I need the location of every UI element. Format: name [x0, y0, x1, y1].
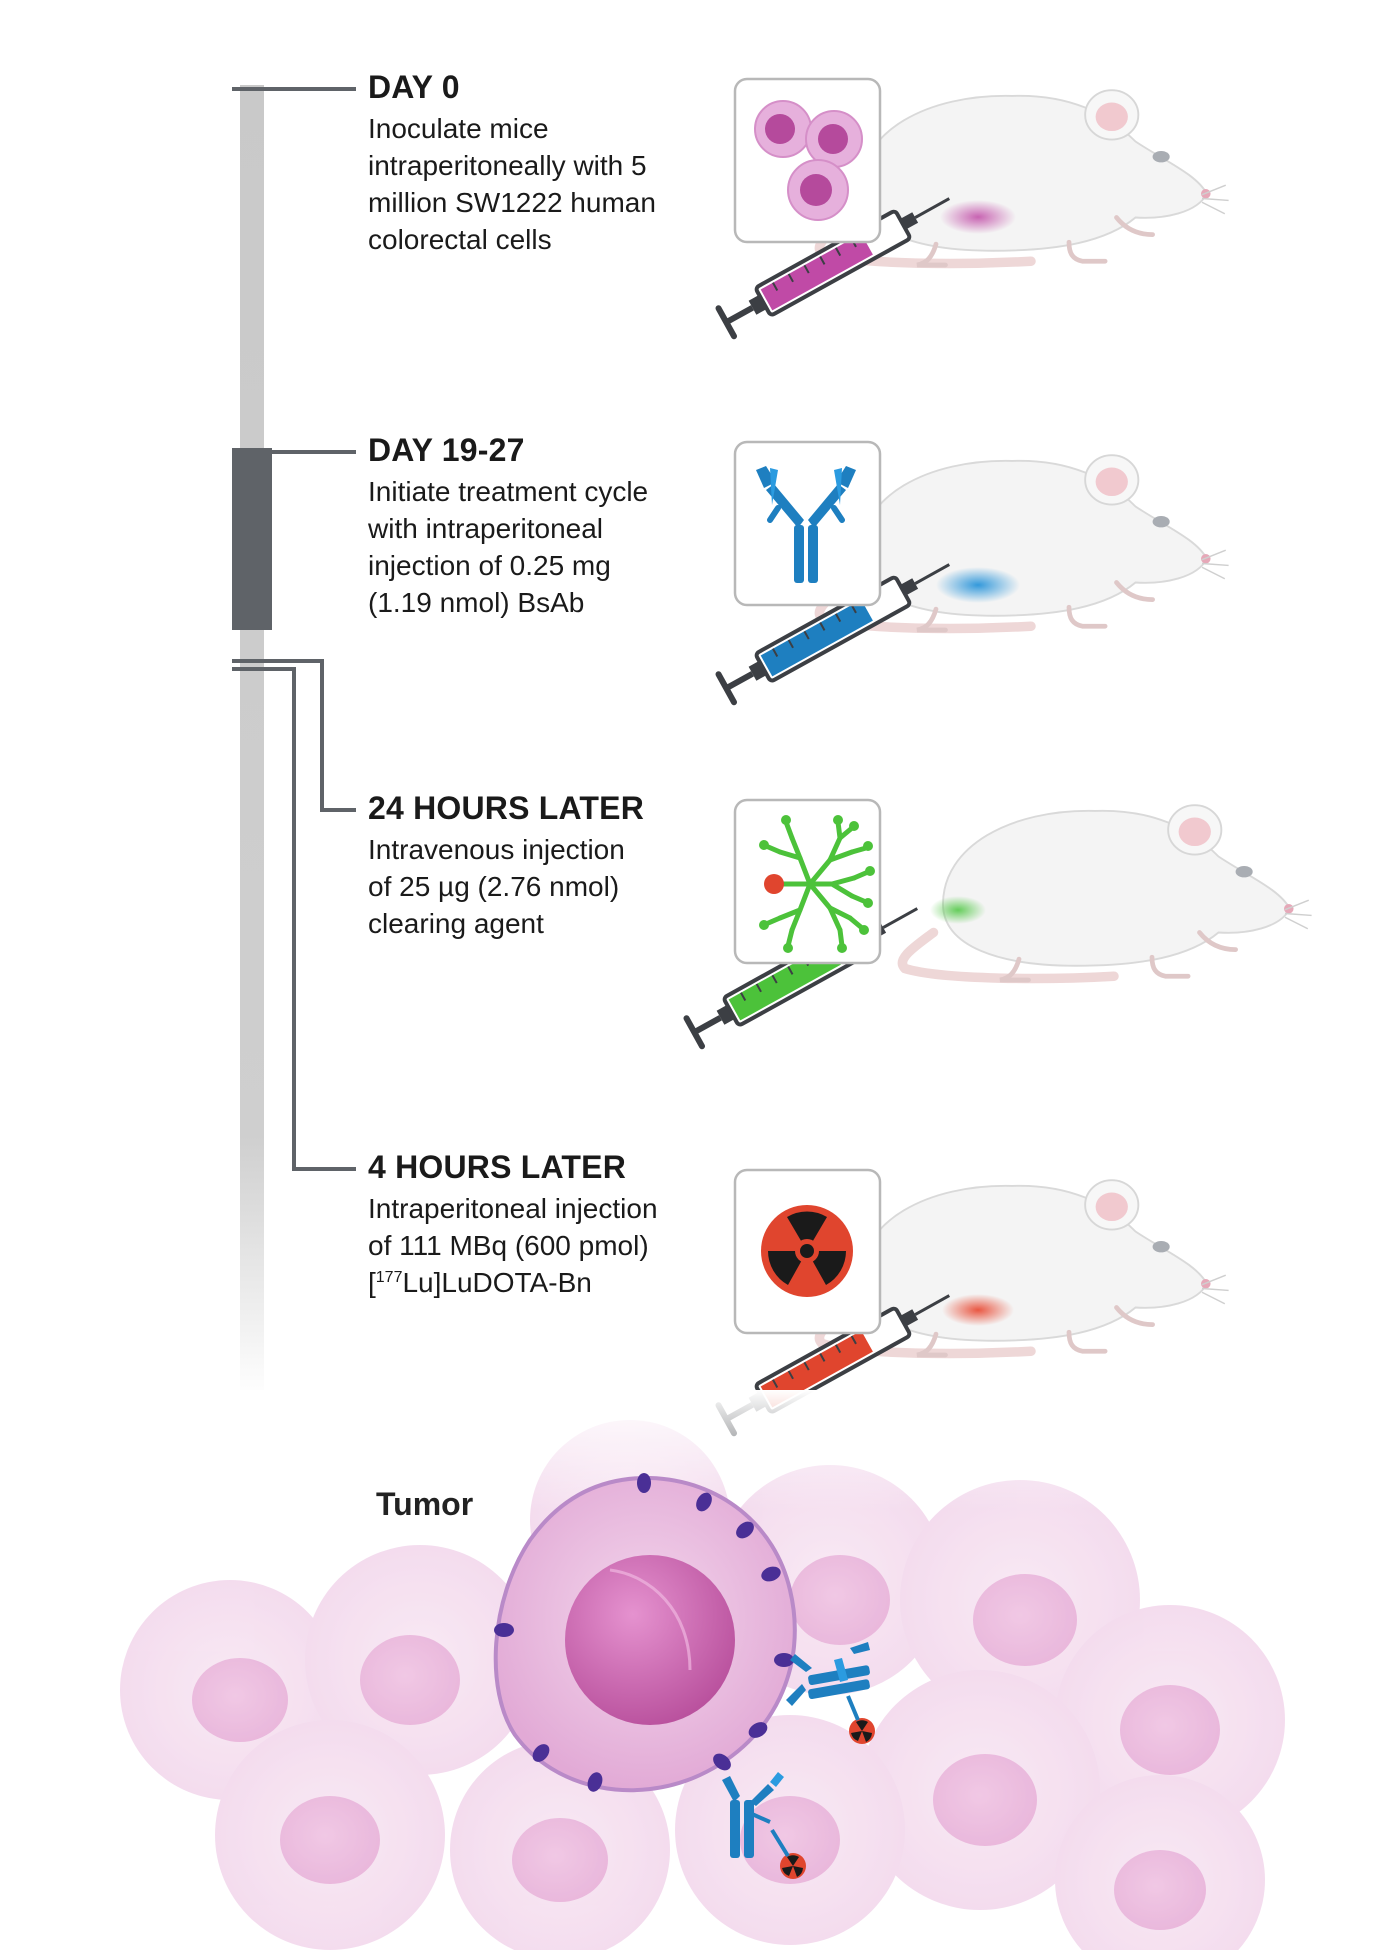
bound-antibody-complex-1 — [786, 1642, 875, 1744]
desc-line: of 111 MBq (600 pmol) — [368, 1230, 649, 1261]
tumor-cells-graphic — [754, 100, 863, 221]
desc-line: Intraperitoneal injection — [368, 1193, 658, 1224]
desc-line: intraperitoneally with 5 — [368, 150, 647, 181]
step-description: Initiate treatment cycle with intraperit… — [368, 473, 728, 621]
desc-line: with intraperitoneal — [368, 513, 604, 544]
step-description: Intraperitoneal injection of 111 MBq (60… — [368, 1190, 728, 1301]
step-description: Intravenous injection of 25 µg (2.76 nmo… — [368, 831, 728, 942]
step-title: DAY 19-27 — [368, 432, 525, 468]
step-day19-27: DAY 19-27 Initiate treatment cycle with … — [368, 431, 728, 621]
radiolabel-name: Lu]LuDOTA-Bn — [402, 1267, 592, 1298]
treatment-cycle-bar — [232, 448, 272, 630]
surface-antigens — [494, 1473, 794, 1792]
step-description: Inoculate mice intraperitoneally with 5 … — [368, 110, 728, 258]
bracket-open: [ — [368, 1267, 376, 1298]
desc-line: of 25 µg (2.76 nmol) — [368, 871, 620, 902]
bispecific-antibody-icon — [733, 440, 882, 607]
tumor-label: Tumor — [376, 1486, 474, 1522]
desc-line: injection of 0.25 mg — [368, 550, 611, 581]
tumor-nucleus — [565, 1555, 735, 1725]
step-day0: DAY 0 Inoculate mice intraperitoneally w… — [368, 68, 728, 258]
step-title: 4 HOURS LATER — [368, 1149, 627, 1185]
desc-line: million SW1222 human — [368, 187, 656, 218]
step-4-hours-later: 4 HOURS LATER Intraperitoneal injection … — [368, 1148, 728, 1301]
step-24-hours-later: 24 HOURS LATER Intravenous injection of … — [368, 789, 728, 942]
step-24h-illustration — [687, 798, 1312, 1046]
antibody-graphic — [756, 466, 856, 583]
timeline-bar — [240, 85, 264, 1400]
bound-antibody-complex-2 — [722, 1772, 806, 1879]
dendrimer-ends — [759, 815, 875, 953]
step-title: DAY 0 — [368, 69, 460, 105]
connector-24h — [232, 659, 356, 812]
desc-line: colorectal cells — [368, 224, 552, 255]
tumor-tissue — [0, 1390, 1400, 1950]
desc-line: Intravenous injection — [368, 834, 625, 865]
step-4h-illustration — [719, 1168, 1229, 1433]
desc-line: (1.19 nmol) BsAb — [368, 587, 585, 618]
step-day19-illustration — [719, 440, 1229, 702]
step-title: 24 HOURS LATER — [368, 790, 645, 826]
dendrimer-graphic — [763, 819, 871, 949]
desc-line: clearing agent — [368, 908, 544, 939]
isotope-mass-number: 177 — [375, 1269, 403, 1286]
payload-dot — [764, 874, 784, 894]
connector-4h — [232, 667, 356, 1171]
desc-line: Inoculate mice — [368, 113, 549, 144]
desc-line-radiolabel: [177Lu]LuDOTA-Bn — [368, 1264, 728, 1301]
step-day0-illustration — [719, 77, 1229, 336]
desc-line: Initiate treatment cycle — [368, 476, 649, 507]
radiation-graphic — [761, 1205, 853, 1297]
